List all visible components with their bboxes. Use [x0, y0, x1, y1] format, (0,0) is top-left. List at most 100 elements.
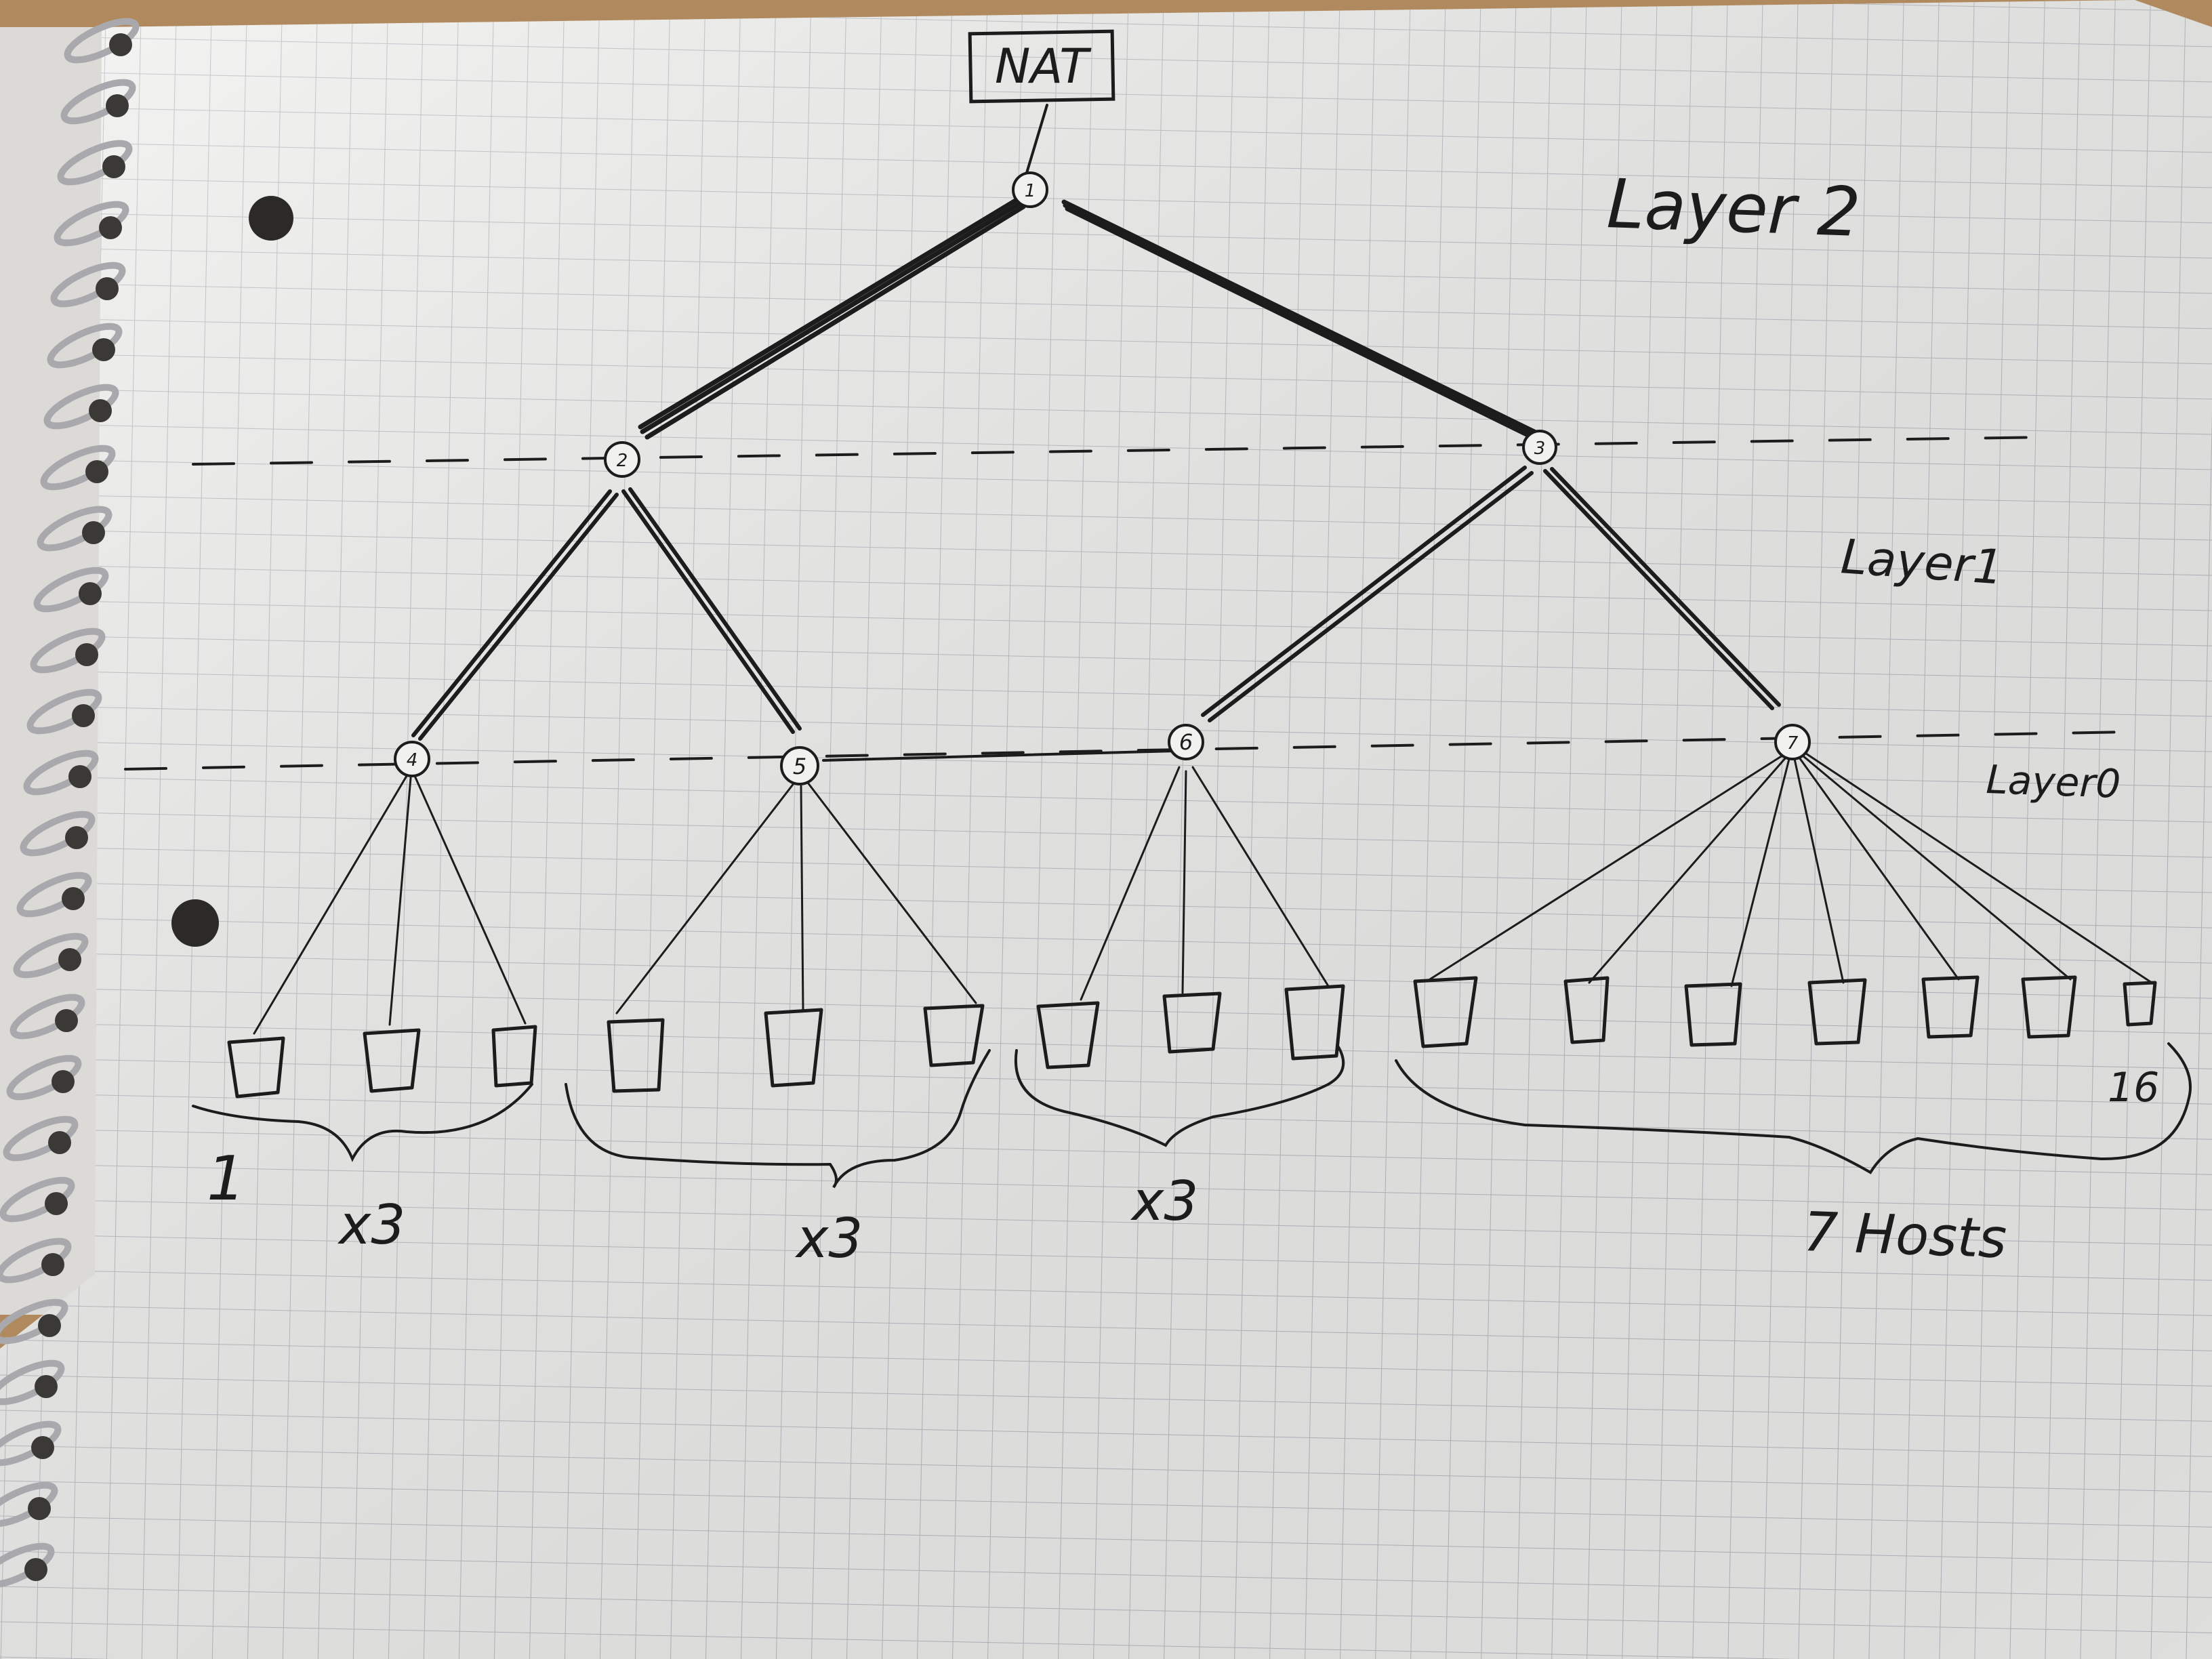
spiral-ring	[23, 750, 99, 796]
edge-3-6	[1201, 466, 1534, 722]
binding-hole	[48, 1131, 71, 1154]
spiral-binding	[0, 18, 140, 1589]
switch-3: 3	[1522, 430, 1557, 465]
edge-1-2	[638, 197, 1026, 440]
host-8	[1162, 991, 1222, 1054]
spiral-ring	[0, 1359, 65, 1406]
spiral-ring	[0, 1237, 72, 1284]
edge-5-6	[822, 750, 1177, 762]
host-10	[1413, 976, 1478, 1048]
punch-hole	[249, 196, 293, 241]
binding-hole	[82, 521, 105, 544]
svg-text:2: 2	[617, 451, 628, 471]
binding-hole	[92, 338, 115, 361]
host-9	[1284, 984, 1345, 1061]
nat-label: NAT	[995, 39, 1092, 94]
brace-group-2	[565, 1049, 991, 1189]
spiral-ring	[33, 567, 109, 613]
binding-hole	[102, 155, 125, 178]
spiral-ring	[54, 201, 129, 247]
binding-hole	[72, 704, 95, 727]
binding-hole	[65, 826, 88, 849]
switch-6: 6	[1168, 724, 1204, 760]
spiral-ring	[0, 1176, 75, 1223]
host-16	[2123, 981, 2157, 1027]
host-11	[1563, 976, 1610, 1044]
spiral-ring	[16, 872, 92, 918]
spiral-ring	[0, 1298, 68, 1345]
host-3	[491, 1025, 537, 1088]
brace-group-1	[192, 1083, 533, 1162]
binding-hole	[41, 1253, 64, 1276]
binding-hole	[62, 887, 85, 910]
spiral-ring	[0, 1481, 58, 1528]
binding-hole	[75, 643, 98, 666]
switch-2: 2	[604, 441, 640, 478]
spiral-ring	[13, 933, 89, 979]
host-last-number: 16	[2108, 1064, 2159, 1111]
nat-box	[968, 29, 1115, 104]
group-braces	[192, 1042, 2192, 1189]
edge-3-7	[1543, 467, 1781, 710]
spiral-ring	[9, 994, 85, 1040]
group-4-host-count: 7 Hosts	[1802, 1200, 2007, 1270]
brace-group-3	[1014, 1046, 1345, 1147]
binding-hole	[35, 1375, 58, 1398]
spiral-ring	[64, 18, 140, 64]
edge-2-5	[621, 487, 802, 734]
edge-2-4	[411, 489, 619, 741]
switch-7: 7	[1774, 724, 1811, 760]
host-7	[1036, 1001, 1100, 1069]
binding-hole	[55, 1009, 78, 1032]
host-2	[363, 1028, 421, 1093]
group-2-multiplier: x3	[794, 1207, 863, 1270]
nat-gateway: NAT	[968, 29, 1115, 104]
binding-hole	[58, 948, 81, 971]
binding-hole	[99, 216, 122, 239]
host-6	[923, 1004, 985, 1067]
host-13	[1807, 978, 1867, 1046]
switch-nodes: 1 2 3 4 5 6 7	[394, 171, 1811, 785]
binding-hole	[38, 1314, 61, 1337]
binding-hole	[28, 1497, 51, 1520]
punch-hole	[171, 899, 219, 947]
group-3-multiplier: x3	[1130, 1170, 1198, 1233]
spiral-ring	[20, 811, 96, 857]
svg-text:7: 7	[1787, 733, 1799, 754]
svg-text:5: 5	[793, 754, 806, 779]
binding-hole	[89, 399, 112, 422]
switch-5: 5	[780, 746, 819, 785]
svg-text:3: 3	[1534, 438, 1546, 459]
host-4	[607, 1018, 665, 1093]
svg-text:1: 1	[1025, 181, 1036, 201]
binding-hole	[85, 460, 108, 483]
layer0-label: Layer0	[1986, 756, 2122, 807]
binding-hole	[106, 94, 129, 117]
layer2-label: Layer 2	[1605, 164, 1862, 252]
host-1	[227, 1036, 285, 1099]
binding-hole	[52, 1070, 75, 1093]
host-first-number: 1	[207, 1143, 245, 1214]
spiral-ring	[0, 1420, 62, 1467]
binding-hole	[96, 277, 119, 300]
edge-nat-1	[1025, 104, 1048, 174]
binding-hole	[109, 33, 132, 56]
binding-hole	[24, 1558, 47, 1581]
switch-4: 4	[394, 741, 430, 777]
spiral-ring	[40, 445, 116, 491]
spiral-ring	[26, 689, 102, 735]
spiral-ring	[37, 506, 112, 552]
spiral-ring	[57, 140, 133, 186]
switch-1: 1	[1012, 171, 1048, 208]
host-number-labels: 1 16	[207, 1064, 2159, 1214]
binding-hole	[45, 1192, 68, 1215]
group-labels: x3 x3 x3 7 Hosts	[337, 1170, 2008, 1270]
spiral-ring	[43, 384, 119, 430]
svg-text:6: 6	[1179, 729, 1193, 755]
binding-hole	[79, 582, 102, 605]
host-15	[2021, 975, 2077, 1039]
spiral-ring	[3, 1115, 79, 1162]
brace-group-4	[1395, 1042, 2192, 1174]
spiral-ring	[47, 323, 123, 369]
